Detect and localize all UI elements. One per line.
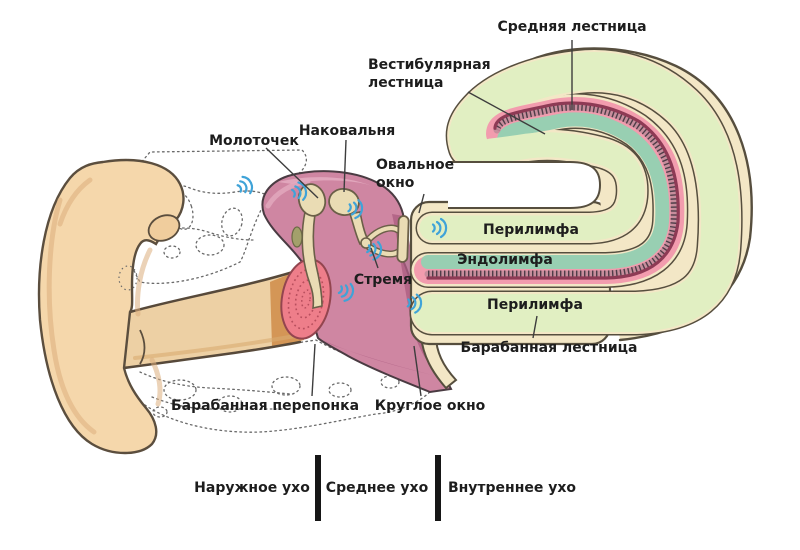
leader-lines bbox=[265, 40, 573, 397]
label-scala-vestibuli: Вестибулярная лестница bbox=[368, 57, 491, 92]
section-label-inner-ear: Внутреннее ухо bbox=[447, 480, 577, 496]
endolymph-band bbox=[421, 112, 670, 269]
leader-scala-vestibuli bbox=[467, 91, 546, 135]
label-round-window: Круглое окно bbox=[374, 398, 486, 414]
outer-ear-pinna bbox=[37, 158, 185, 455]
round-window-niche bbox=[419, 335, 458, 390]
leader-scala-tympani bbox=[532, 315, 538, 339]
cochlea bbox=[409, 47, 753, 346]
section-divider-left bbox=[315, 455, 321, 521]
label-malleus: Молоточек bbox=[209, 133, 299, 149]
label-oval-window: Овальное окно bbox=[376, 157, 455, 192]
label-endolymph: Эндолимфа bbox=[457, 252, 553, 268]
label-tympanic-membrane: Барабанная перепонка bbox=[170, 398, 360, 414]
label-perilymph-bottom: Перилимфа bbox=[487, 297, 583, 313]
section-divider-right bbox=[435, 455, 441, 521]
leader-round-window bbox=[413, 345, 422, 397]
leader-malleus bbox=[265, 147, 319, 199]
ear-canal bbox=[122, 270, 304, 370]
label-scala-media: Средняя лестница bbox=[497, 19, 647, 35]
scala-media-channel bbox=[414, 97, 685, 284]
leader-stapes bbox=[370, 247, 379, 269]
section-label-middle-ear: Среднее ухо bbox=[325, 480, 429, 496]
label-stapes: Стремя bbox=[353, 272, 413, 288]
scala-tympani-channel bbox=[413, 52, 740, 332]
section-label-outer-ear: Наружное ухо bbox=[194, 480, 310, 496]
leader-incus bbox=[343, 139, 347, 193]
leader-oval-window bbox=[418, 193, 425, 214]
label-perilymph-top: Перилимфа bbox=[483, 222, 579, 238]
tensor-tympani bbox=[291, 226, 303, 248]
leader-eardrum bbox=[311, 343, 316, 397]
label-scala-tympani: Барабанная лестница bbox=[460, 340, 638, 356]
scala-vestibuli-channel bbox=[419, 132, 645, 241]
label-incus: Наковальня bbox=[298, 123, 396, 139]
